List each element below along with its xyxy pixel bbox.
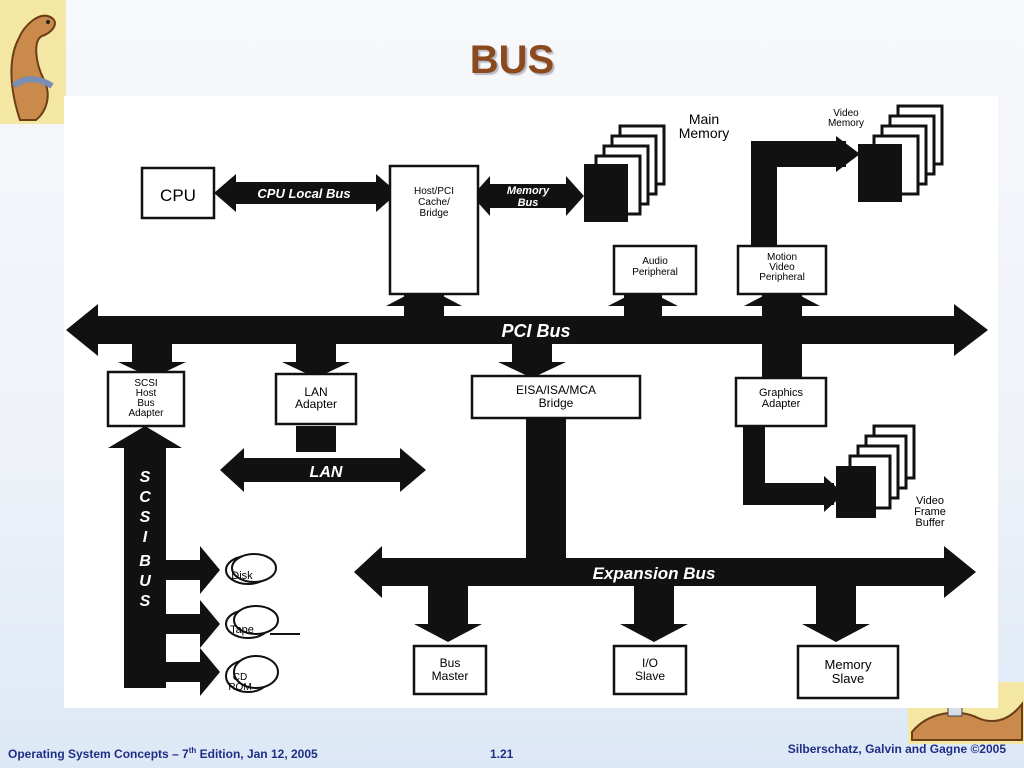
cpu-label: CPU xyxy=(160,186,196,205)
dinosaur-logo-top xyxy=(0,0,66,124)
motion-label-3: Peripheral xyxy=(759,272,805,283)
scsi-bus-u: U xyxy=(139,573,151,590)
memory-slave-box xyxy=(796,644,900,700)
scsi-bus-c: C xyxy=(139,489,151,506)
vfb-label-2: Frame xyxy=(914,506,946,518)
host-pci-label-3: Bridge xyxy=(420,208,449,219)
graphics-label-2: Adapter xyxy=(762,398,801,410)
expansion-bus-arrow xyxy=(354,546,976,598)
eisa-bridge-box xyxy=(470,374,642,420)
footer-course-title: Operating System Concepts – 7th Edition,… xyxy=(8,746,318,761)
video-frame-buffer-chips xyxy=(836,424,916,518)
scsi-label-1: SCSI xyxy=(134,378,157,389)
scsi-label-4: Adapter xyxy=(128,408,164,419)
disk-label: Disk xyxy=(231,570,253,582)
scsi-adapter-box xyxy=(106,370,186,428)
lan-adapter-label-2: Adapter xyxy=(295,397,337,411)
bus-architecture-diagram: CPU Host/PCI Cache/ Bridge CPU Local Bus… xyxy=(64,96,998,708)
lan-adapter-box xyxy=(274,372,358,426)
scsi-bus-s2: S xyxy=(140,509,151,526)
lan-adapter-label-1: LAN xyxy=(304,385,327,399)
slide-title: BUS xyxy=(469,38,555,82)
bus-master-box xyxy=(412,644,488,696)
motion-label-1: Motion xyxy=(767,252,797,263)
memory-bus-label-2: Bus xyxy=(518,197,539,209)
bus-master-label-2: Master xyxy=(432,669,469,683)
cpu-box xyxy=(140,166,216,220)
scsi-bus-i: I xyxy=(143,529,148,546)
io-slave-box xyxy=(612,644,688,696)
scsi-bus-b: B xyxy=(139,553,151,570)
cdrom-label-1: CD xyxy=(233,672,247,683)
video-memory-label-2: Memory xyxy=(828,118,864,129)
main-memory-chips xyxy=(584,124,666,222)
cpu-local-bus-arrow xyxy=(214,174,398,212)
scsi-bus-s3: S xyxy=(140,593,151,610)
eisa-label-2: Bridge xyxy=(539,396,574,410)
video-memory-label-1: Video xyxy=(833,108,859,119)
io-slave-label-2: Slave xyxy=(635,669,665,683)
scsi-label-2: Host xyxy=(136,388,157,399)
vfb-label-3: Buffer xyxy=(915,517,944,529)
lan-arrow xyxy=(220,448,426,492)
host-pci-label-2: Cache/ xyxy=(418,197,450,208)
footer-copyright: Silberschatz, Galvin and Gagne ©2005 xyxy=(787,742,1006,756)
lan-label: LAN xyxy=(310,464,343,481)
scsi-bus-s1: S xyxy=(140,469,151,486)
io-slave-label-1: I/O xyxy=(642,656,658,670)
host-pci-bridge-box xyxy=(388,164,480,296)
main-memory-label-1: Main xyxy=(689,111,719,127)
memory-slave-label-2: Slave xyxy=(832,671,865,686)
host-pci-label-1: Host/PCI xyxy=(414,186,454,197)
memory-bus-label-1: Memory xyxy=(507,185,550,197)
graphics-label-1: Graphics xyxy=(759,387,804,399)
bus-master-label-1: Bus xyxy=(440,656,461,670)
memory-bus-arrow xyxy=(472,176,584,216)
audio-peripheral-box xyxy=(612,244,698,296)
expansion-bus-label: Expansion Bus xyxy=(593,564,716,583)
pci-bus-arrow xyxy=(66,304,988,356)
footer-slide-number: 1.21 xyxy=(490,747,514,761)
tape-device: Tape xyxy=(225,605,300,639)
audio-label-2: Peripheral xyxy=(632,267,678,278)
motion-video-box xyxy=(736,244,828,296)
eisa-label-1: EISA/ISA/MCA xyxy=(516,383,596,397)
cdrom-label-2: ROM xyxy=(228,682,251,693)
video-memory-chips xyxy=(858,104,944,202)
vfb-label-1: Video xyxy=(916,495,944,507)
main-memory-label-2: Memory xyxy=(679,125,730,141)
audio-label-1: Audio xyxy=(642,256,668,267)
tape-label: Tape xyxy=(230,624,254,636)
cdrom-device: CD ROM xyxy=(225,655,279,693)
pci-bus-label: PCI Bus xyxy=(501,321,570,341)
disk-device: Disk xyxy=(225,553,277,585)
motion-label-2: Video xyxy=(769,262,795,273)
scsi-label-3: Bus xyxy=(137,398,154,409)
memory-slave-label-1: Memory xyxy=(825,657,872,672)
graphics-adapter-box xyxy=(734,376,828,428)
cpu-local-bus-label: CPU Local Bus xyxy=(257,186,350,201)
